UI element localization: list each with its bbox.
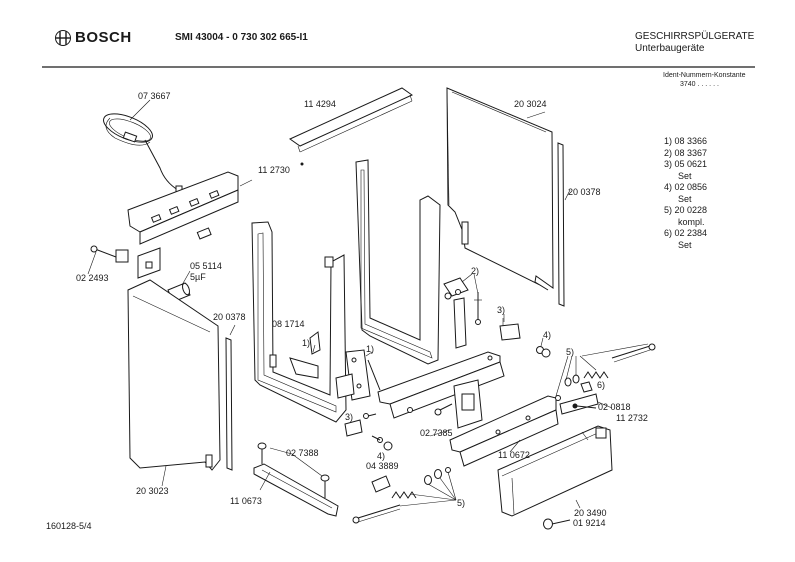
- legend-line-9: 6) 02 2384: [664, 228, 708, 238]
- capacitor-part: [167, 282, 191, 307]
- power-cable-part: [103, 99, 183, 193]
- callout-114294: 11 4294: [304, 99, 336, 109]
- callout-5-left: 5): [457, 498, 466, 508]
- callout-112730: 11 2730: [258, 165, 290, 175]
- callout-203490: 20 3490: [574, 508, 607, 518]
- screw-020818-part: [572, 403, 597, 409]
- callout-081714: 08 1714: [272, 319, 305, 329]
- bosch-logo-icon: [55, 30, 71, 46]
- callout-022493: 02 2493: [76, 273, 109, 283]
- legend-line-2: 2) 08 3367: [664, 147, 708, 158]
- screw-bracket-part: [90, 245, 161, 279]
- callout-027385: 02 7385: [420, 428, 453, 438]
- base-rail-part: [377, 351, 505, 419]
- spring-set-5-left-part: [352, 467, 451, 524]
- ident-label: Ident-Nummern-Konstante: [663, 72, 746, 79]
- legend-line-4: Set: [678, 170, 692, 181]
- clip-3-left-part: [344, 413, 377, 437]
- legend-line-10: Set: [678, 239, 692, 250]
- legend-line-8: kompl.: [678, 216, 705, 227]
- hinge-plate-part: [289, 331, 321, 379]
- callout-200378-right: 20 0378: [568, 187, 601, 197]
- top-strip-part: [288, 87, 414, 166]
- page-code: 160128-5/4: [46, 521, 92, 531]
- screw-019214-part: [543, 518, 571, 530]
- model-number: SMI 43004 - 0 730 302 665-I1: [175, 32, 308, 43]
- kick-plate-part: [497, 425, 613, 517]
- foot-027388-part: [257, 442, 330, 498]
- leader-lines: [87, 251, 649, 509]
- callout-203024: 20 3024: [514, 99, 547, 109]
- hinge-1-part: [335, 349, 381, 401]
- callout-2: 2): [471, 266, 480, 276]
- callout-027388: 02 7388: [286, 448, 319, 458]
- callout-110672: 11 0672: [498, 450, 530, 460]
- center-frame-part: [355, 159, 441, 365]
- callout-203023: 20 3023: [136, 486, 169, 496]
- callout-043889: 04 3889: [366, 461, 399, 471]
- callout-110673: 11 0673: [230, 496, 262, 506]
- callout-200378-left: 20 0378: [213, 312, 246, 322]
- center-bracket-part: [434, 379, 483, 429]
- subcategory-title: Unterbaugeräte: [635, 43, 705, 54]
- legend-line-5: 4) 02 0856: [664, 182, 708, 192]
- nut-6-part: [580, 381, 593, 393]
- callout-019214: 01 9214: [573, 518, 606, 528]
- left-frame-part: [251, 221, 347, 423]
- callout-5uf: 5µF: [190, 272, 206, 282]
- callout-3-right: 3): [497, 305, 506, 315]
- ident-value: 3740 . . . . . .: [680, 81, 719, 88]
- callout-055114: 05 5114: [190, 261, 222, 271]
- clip-3-right-part: [499, 318, 521, 341]
- foot-4-left-part: [371, 435, 393, 451]
- back-panel-part: [446, 87, 554, 291]
- lower-rail-part: [449, 395, 559, 467]
- category-title: GESCHIRRSPÜLGERATE: [635, 31, 755, 42]
- spring-set-5-right-part: [555, 343, 656, 401]
- callout-4-left: 4): [377, 451, 386, 461]
- callout-6: 6): [597, 380, 606, 390]
- right-seal-strip-part: [557, 142, 571, 307]
- callout-020818: 02 0818: [598, 402, 631, 412]
- foot-4-right-part: [536, 346, 551, 358]
- brand-name: BOSCH: [75, 29, 132, 46]
- rail-112732-part: [559, 393, 613, 415]
- callout-073667: 07 3667: [138, 91, 171, 101]
- callout-5-right: 5): [566, 347, 575, 357]
- callout-3-left: 3): [345, 412, 354, 422]
- legend-line-6: Set: [678, 193, 692, 204]
- callout-4-right: 4): [543, 330, 552, 340]
- callout-112732: 11 2732: [616, 413, 648, 423]
- callout-1-frame: 1): [302, 338, 311, 348]
- top-bracket-part: [127, 171, 253, 245]
- side-panel-part: [127, 279, 221, 471]
- legend-line-1: 1) 08 3366: [664, 136, 708, 146]
- left-seal-strip-part: [225, 324, 236, 471]
- legend-line-7: 5) 20 0228: [664, 205, 708, 215]
- legend-list: 1) 08 3366 2) 08 3367 3) 05 0621 Set 4) …: [664, 136, 707, 251]
- legend-line-3: 3) 05 0621: [664, 159, 708, 169]
- hinge-2-part: [443, 277, 482, 349]
- callout-1-hinge: 1): [366, 344, 375, 354]
- lower-bar-part: [253, 463, 339, 517]
